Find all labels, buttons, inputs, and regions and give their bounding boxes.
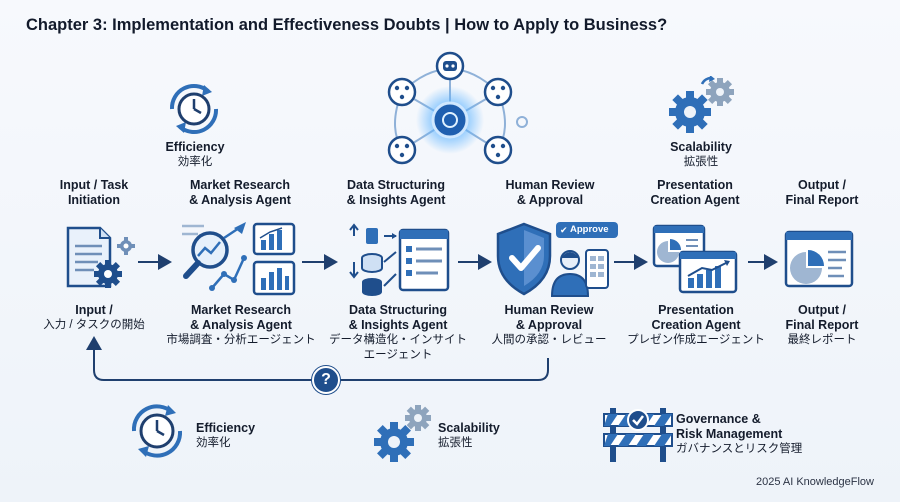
check-icon: ✔ (560, 225, 568, 235)
legend-scalability-label: Scalability 拡張性 (438, 421, 500, 449)
clock-icon (169, 83, 219, 135)
step-2-bottom-label: Market Research & Analysis Agent 市場調査・分析… (166, 303, 316, 346)
document-gear-icon (66, 226, 135, 288)
approve-badge: ✔ Approve (556, 222, 618, 238)
data-structuring-icon (349, 223, 450, 296)
market-analysis-icon (182, 222, 296, 296)
final-report-icon (784, 230, 854, 288)
step-5-bottom-label: Presentation Creation Agent プレゼン作成エージェント (627, 303, 765, 346)
step-6-bottom-label: Output / Final Report 最終レポート (785, 303, 859, 346)
legend-efficiency-label: Efficiency 効率化 (196, 421, 256, 449)
step-2-top-label: Market Research& Analysis Agent (189, 178, 291, 207)
top-efficiency-label: Efficiency 効率化 (165, 140, 225, 168)
question-badge: ? (312, 366, 340, 394)
step-3-top-label: Data Structuring& Insights Agent (346, 178, 446, 207)
step-3-bottom-label: Data Structuring & Insights Agent データ構造化… (329, 303, 467, 361)
top-scalability-label: Scalability 拡張性 (670, 140, 732, 168)
legend-gears-icon (374, 405, 431, 462)
legend-clock-icon (131, 404, 183, 458)
legend-governance-label: Governance & Risk Management ガバナンスとリスク管理 (676, 412, 803, 455)
step-1-bottom-label: Input / 入力 / タスクの開始 (43, 303, 145, 331)
approval-shield-icon (496, 222, 609, 297)
legend-barrier-icon (603, 408, 673, 462)
step-4-top-label: Human Review& Approval (505, 178, 595, 207)
step-4-bottom-label: Human Review & Approval 人間の承認・レビュー (491, 303, 607, 346)
step-6-top-label: Output /Final Report (785, 178, 859, 207)
presentation-icon (652, 224, 738, 294)
page-title: Chapter 3: Implementation and Effectiven… (26, 16, 668, 34)
gears-icon (669, 76, 734, 133)
approve-badge-label: Approve (570, 224, 609, 235)
footer-credit: 2025 AI KnowledgeFlow (755, 476, 874, 488)
ai-agent-network-icon (387, 51, 528, 165)
